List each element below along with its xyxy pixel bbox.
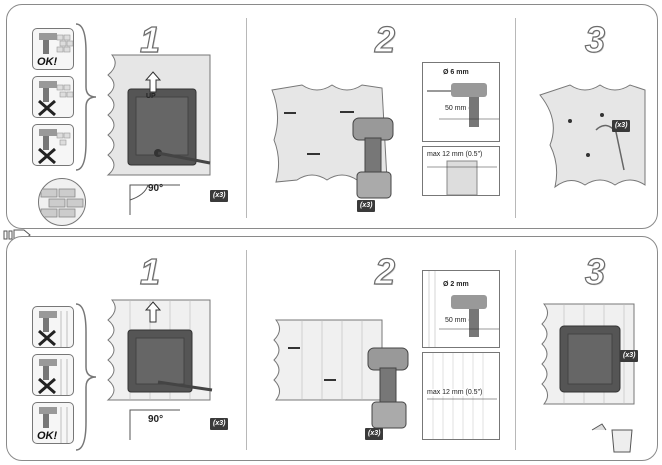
bin-icon bbox=[591, 423, 633, 453]
drill-wrong-thumbnail bbox=[32, 306, 74, 348]
ok-label: OK! bbox=[37, 430, 58, 442]
brick-wall-illustration bbox=[271, 84, 388, 183]
step-number: 2 bbox=[374, 251, 396, 292]
drill-icon bbox=[367, 347, 409, 429]
drill-icon bbox=[39, 407, 68, 443]
divider bbox=[246, 18, 247, 218]
divider bbox=[515, 250, 516, 450]
diameter-label: Ø 2 mm bbox=[443, 281, 469, 288]
wood-wall-illustration bbox=[541, 303, 635, 405]
ok-label: OK! bbox=[37, 56, 58, 68]
drill-detail-box: Ø 2 mm 50 mm (2") bbox=[422, 270, 500, 348]
drill-icon bbox=[352, 117, 394, 199]
step-number: 3 bbox=[584, 19, 606, 60]
diameter-label: Ø 6 mm bbox=[443, 69, 469, 76]
angle-label: 90° bbox=[148, 414, 164, 425]
wood-wall-illustration bbox=[106, 299, 213, 440]
cross-icon bbox=[38, 81, 73, 117]
drill-detail-box: Ø 6 mm 50 mm (2") bbox=[422, 62, 500, 142]
count-tag: (x3) bbox=[210, 418, 229, 430]
arrow-icon bbox=[144, 71, 162, 93]
cross-icon bbox=[38, 359, 68, 395]
cross-icon bbox=[38, 129, 71, 165]
brick-wall-illustration bbox=[106, 54, 211, 215]
step-number: 3 bbox=[584, 251, 606, 292]
drill-icon bbox=[427, 83, 499, 127]
count-tag: (x3) bbox=[365, 428, 384, 440]
step-number: 1 bbox=[139, 251, 161, 292]
divider bbox=[515, 18, 516, 218]
step-number: 1 bbox=[139, 19, 161, 60]
drill-wrong-thumbnail bbox=[32, 354, 74, 396]
brick-wall-illustration bbox=[539, 84, 646, 189]
drill-wrong-thumbnail bbox=[32, 76, 74, 118]
step-number: 2 bbox=[374, 19, 396, 60]
count-tag: (x3) bbox=[210, 190, 229, 202]
cross-icon bbox=[38, 311, 68, 347]
brace bbox=[75, 23, 97, 171]
brick-wall-icon bbox=[38, 178, 86, 226]
max-depth-label: max 12 mm (0.5") bbox=[427, 389, 483, 396]
angle-label: 90° bbox=[148, 183, 164, 194]
divider bbox=[246, 250, 247, 450]
depth-detail-box: max 12 mm (0.5") bbox=[422, 352, 500, 440]
count-tag: (x3) bbox=[620, 350, 639, 362]
drill-ok-thumbnail: OK! bbox=[32, 402, 74, 444]
max-depth-label: max 12 mm (0.5") bbox=[427, 151, 483, 158]
arrow-icon bbox=[144, 301, 162, 323]
wood-wall-illustration bbox=[273, 319, 383, 401]
count-tag: (x3) bbox=[357, 200, 376, 212]
count-tag: (x3) bbox=[612, 120, 631, 132]
depth-label: 50 mm (2") bbox=[445, 105, 480, 112]
up-label: UP bbox=[146, 93, 156, 100]
drill-icon bbox=[428, 271, 499, 347]
drill-wrong-thumbnail bbox=[32, 124, 74, 166]
depth-label: 50 mm (2") bbox=[445, 317, 480, 324]
drill-icon bbox=[39, 33, 73, 54]
brace bbox=[75, 303, 97, 451]
depth-detail-box: max 12 mm (0.5") bbox=[422, 146, 500, 196]
drill-ok-thumbnail: OK! bbox=[32, 28, 74, 70]
